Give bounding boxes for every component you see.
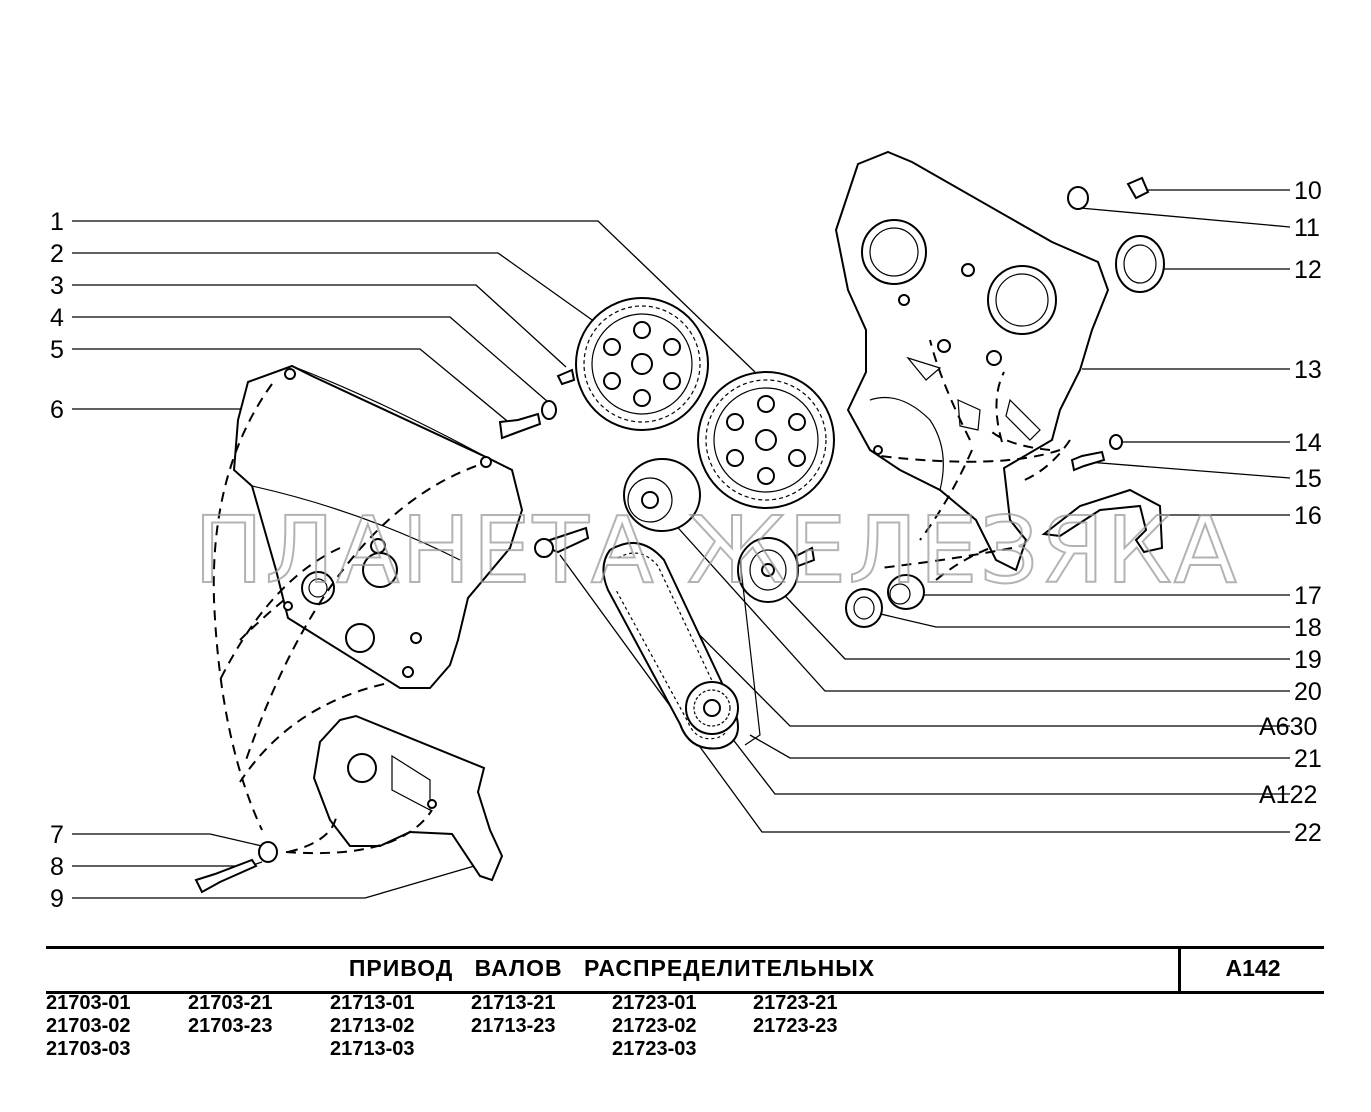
callout-9: 9 <box>50 885 64 913</box>
model-column: 21703-01 21703-02 21703-03 <box>46 992 131 1061</box>
callout-16: 16 <box>1294 502 1322 530</box>
callout-a630: A630 <box>1259 713 1317 741</box>
callout-15: 15 <box>1294 465 1322 493</box>
upper-timing-cover <box>232 364 524 689</box>
left-fasteners <box>194 368 576 894</box>
right-small-parts <box>845 176 1165 628</box>
callout-17: 17 <box>1294 582 1322 610</box>
model-code: 21703-03 <box>46 1038 131 1060</box>
bolt-22 <box>534 526 590 558</box>
model-column: 21723-01 21723-02 21723-03 <box>612 992 697 1061</box>
model-code: 21713-02 <box>330 1015 415 1037</box>
right-callouts: 10 11 12 13 14 15 16 17 18 19 20 A630 21… <box>1259 177 1322 847</box>
model-code: 21723-01 <box>612 992 697 1014</box>
left-assembly-paths <box>212 383 477 855</box>
lower-timing-cover <box>312 714 504 882</box>
diagram-title: ПРИВОД ВАЛОВ РАСПРЕДЕЛИТЕЛЬНЫХ <box>348 955 876 981</box>
callout-a122: A122 <box>1259 781 1317 809</box>
model-code: 21703-23 <box>188 1015 273 1037</box>
model-code: 21703-02 <box>46 1015 131 1037</box>
callout-7: 7 <box>50 821 64 849</box>
leader-lines <box>72 189 1291 899</box>
model-code: 21703-21 <box>188 992 273 1014</box>
model-code: 21703-01 <box>46 992 131 1014</box>
crankshaft-pulley <box>685 681 739 735</box>
callout-4: 4 <box>50 304 64 332</box>
idler-roller <box>737 537 816 603</box>
callout-6: 6 <box>50 396 64 424</box>
model-code: 21723-23 <box>753 1015 838 1037</box>
model-code: 21723-03 <box>612 1038 697 1060</box>
callout-1: 1 <box>50 208 64 236</box>
camshaft-pulley-intake <box>575 297 709 431</box>
callout-5: 5 <box>50 336 64 364</box>
model-column: 21713-01 21713-02 21713-03 <box>330 992 415 1061</box>
callout-3: 3 <box>50 272 64 300</box>
callout-8: 8 <box>50 853 64 881</box>
right-assembly-paths <box>879 339 1071 581</box>
callout-22: 22 <box>1294 819 1322 847</box>
callout-10: 10 <box>1294 177 1322 205</box>
model-code: 21723-02 <box>612 1015 697 1037</box>
callout-12: 12 <box>1294 256 1322 284</box>
tensioner-roller <box>623 458 701 532</box>
model-column: 21713-21 21713-23 <box>471 992 556 1038</box>
callout-20: 20 <box>1294 678 1322 706</box>
model-code: 21713-23 <box>471 1015 556 1037</box>
camshaft-pulley-exhaust <box>697 371 835 509</box>
callout-14: 14 <box>1294 429 1322 457</box>
callout-11: 11 <box>1294 214 1320 242</box>
callout-21: 21 <box>1294 745 1322 773</box>
callout-2: 2 <box>50 240 64 268</box>
model-codes: 21703-01 21703-02 21703-03 21703-21 2170… <box>46 992 1046 1072</box>
callout-18: 18 <box>1294 614 1322 642</box>
model-code: 21723-21 <box>753 992 838 1014</box>
watermark: ПЛАНЕТА ЖЕЛЕЗЯКА <box>194 497 1239 604</box>
model-code: 21713-01 <box>330 992 415 1014</box>
title-block: ПРИВОД ВАЛОВ РАСПРЕДЕЛИТЕЛЬНЫХ А142 <box>46 946 1324 994</box>
left-callouts: 1 2 3 4 5 6 7 8 9 <box>50 208 64 913</box>
model-column: 21703-21 21703-23 <box>188 992 273 1038</box>
callout-19: 19 <box>1294 646 1322 674</box>
title-divider <box>1178 949 1181 991</box>
model-column: 21723-21 21723-23 <box>753 992 838 1038</box>
rear-timing-cover <box>834 150 1110 572</box>
model-code: 21713-21 <box>471 992 556 1014</box>
callout-13: 13 <box>1294 356 1322 384</box>
diagram-code: А142 <box>1225 955 1281 981</box>
model-code: 21713-03 <box>330 1038 415 1060</box>
